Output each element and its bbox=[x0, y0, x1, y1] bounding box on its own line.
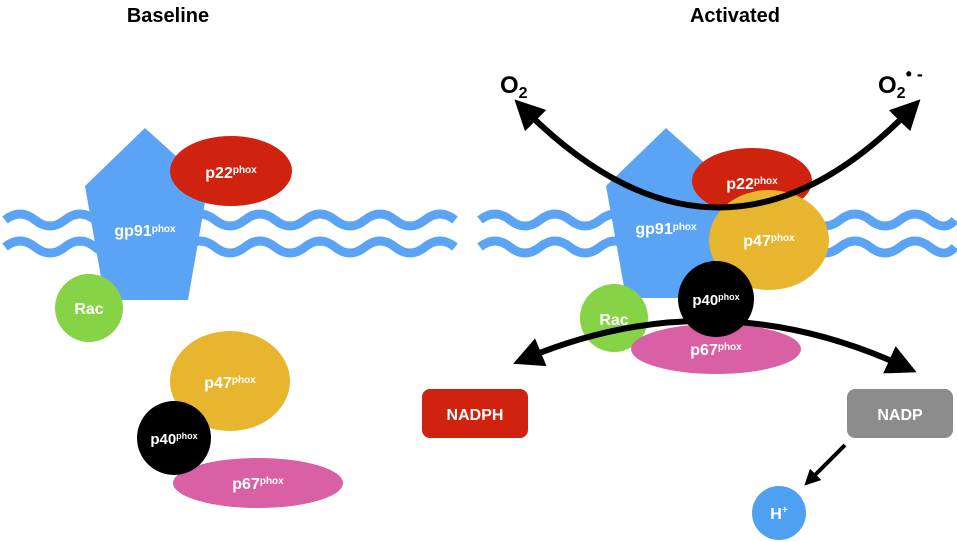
baseline-p47-label: p47phox bbox=[204, 375, 256, 392]
proton-release-arrow bbox=[804, 443, 847, 486]
baseline-gp91-label: gp91phox bbox=[114, 223, 176, 240]
baseline-membrane-lower bbox=[2, 236, 458, 258]
nadp-box bbox=[847, 389, 953, 438]
baseline-p22-shape bbox=[170, 136, 292, 206]
baseline-rac-shape bbox=[55, 274, 123, 342]
activated-p47-shape bbox=[709, 190, 829, 290]
activated-gp91-label: gp91phox bbox=[635, 221, 697, 238]
nadph-box bbox=[422, 389, 528, 438]
baseline-p67-shape bbox=[173, 458, 343, 508]
activated-title: Activated bbox=[690, 5, 780, 27]
nadp-label: NADP bbox=[877, 407, 923, 424]
oxygen-label: O2 bbox=[500, 72, 528, 102]
baseline-p67-label: p67phox bbox=[232, 476, 284, 493]
proton-label: H+ bbox=[770, 505, 788, 523]
proton-shape bbox=[752, 486, 806, 540]
nadph-label: NADPH bbox=[447, 407, 504, 424]
baseline-membrane bbox=[2, 209, 458, 258]
electron-transfer-oxygen-arrow bbox=[514, 99, 921, 211]
nadph-oxidation-arrow bbox=[513, 318, 917, 374]
baseline-rac-label: Rac bbox=[74, 301, 103, 318]
baseline-p40-label: p40phox bbox=[150, 431, 197, 448]
baseline-title: Baseline bbox=[127, 5, 209, 27]
baseline-p40-shape bbox=[137, 401, 211, 475]
superoxide-label: O2• - bbox=[878, 64, 923, 102]
activated-rac-label: Rac bbox=[599, 312, 628, 329]
activated-p22-label: p22phox bbox=[726, 176, 778, 193]
baseline-membrane-upper bbox=[2, 209, 458, 231]
activated-p47-label: p47phox bbox=[743, 233, 795, 250]
baseline-p47-shape bbox=[170, 331, 290, 431]
activated-p40-label: p40phox bbox=[692, 292, 739, 309]
baseline-p22-label: p22phox bbox=[205, 165, 257, 182]
